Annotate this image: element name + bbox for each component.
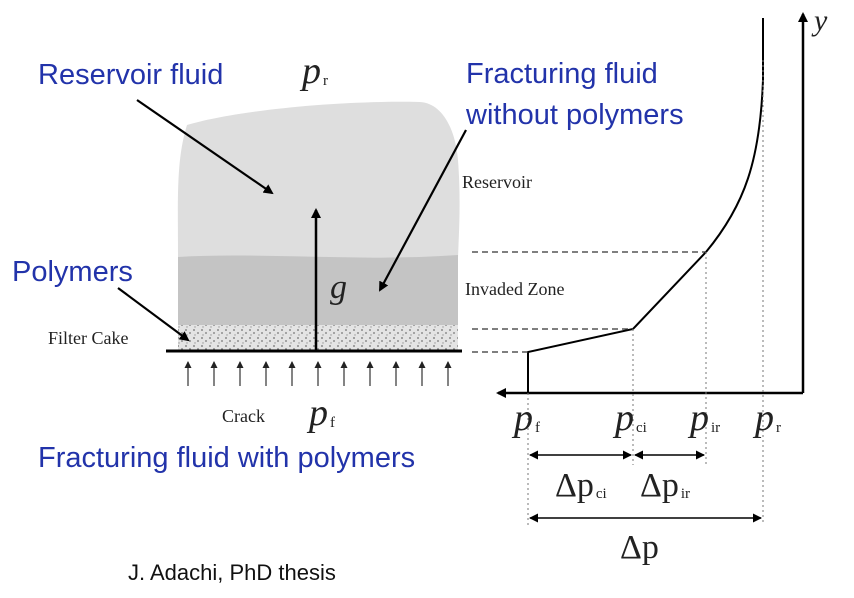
invaded-zone-region	[178, 255, 458, 325]
reservoir-fluid-label: Reservoir fluid	[38, 59, 223, 91]
reservoir-region	[177, 101, 460, 258]
credit-text: J. Adachi, PhD thesis	[128, 560, 336, 585]
invaded-zone-label: Invaded Zone	[465, 279, 564, 299]
fracturing-fluid-pointer	[379, 129, 467, 292]
fracturing-fluid-without-label-line2: without polymers	[465, 99, 684, 131]
horizontal-dashed-guides	[472, 251, 706, 353]
y-axis-label: y	[811, 4, 828, 37]
vertical-dotted-guides	[527, 60, 764, 525]
delta-p-label: Δp	[620, 529, 659, 566]
reservoir-fluid-pointer	[136, 99, 274, 195]
crack-label: Crack	[222, 406, 265, 426]
fracturing-fluid-without-label-line1: Fracturing fluid	[466, 58, 658, 90]
polymers-label: Polymers	[12, 256, 133, 288]
g-symbol: g	[330, 269, 347, 306]
crack-pressure-arrows	[184, 361, 452, 386]
pressure-profile-curve	[527, 18, 764, 393]
fracturing-fluid-with-label: Fracturing fluid with polymers	[38, 442, 415, 474]
polymers-pointer	[117, 287, 190, 342]
filter-cake-label: Filter Cake	[48, 328, 128, 348]
reservoir-label: Reservoir	[462, 172, 532, 192]
filter-cake-region	[178, 325, 458, 350]
